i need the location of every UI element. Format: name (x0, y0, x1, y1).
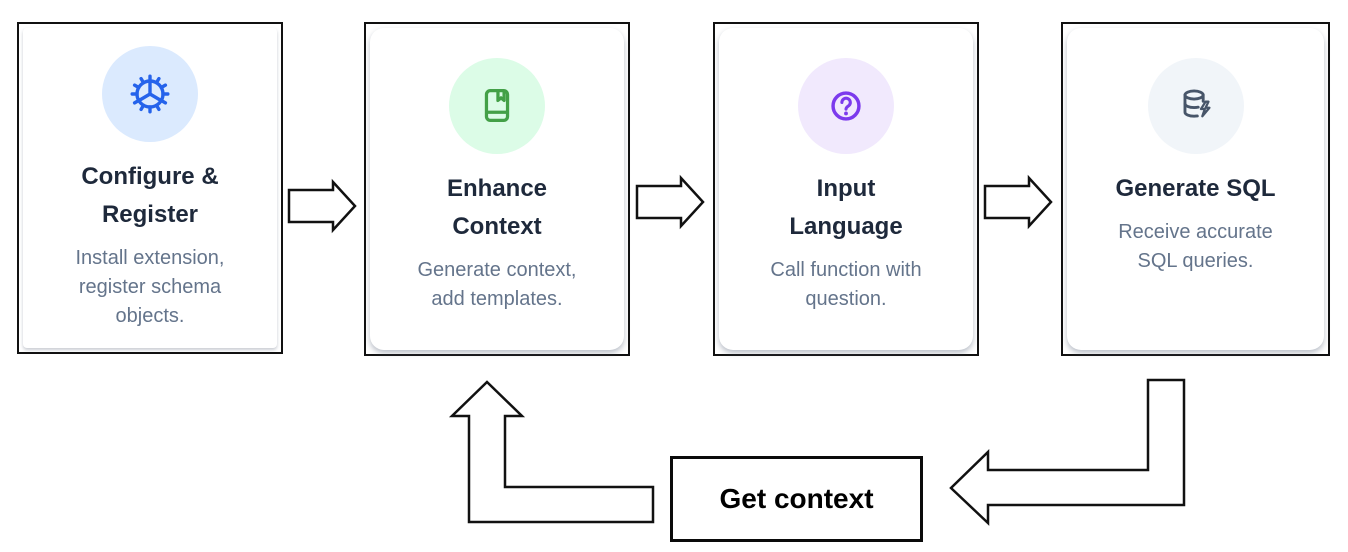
step-card-generate-sql: Generate SQL Receive accurate SQL querie… (1061, 22, 1330, 356)
step-title: Enhance Context (446, 175, 548, 240)
step-title: Input Language (789, 175, 903, 240)
get-context-label: Get context (719, 483, 874, 514)
step-description: Install extension, register schema objec… (75, 247, 225, 327)
database-lightning-icon (1147, 58, 1244, 154)
step-card-configure-register: Configure & Register Install extension, … (17, 22, 283, 354)
book-bookmark-icon (449, 58, 545, 154)
step-description: Receive accurate SQL queries. (1118, 221, 1273, 272)
question-circle-icon (798, 58, 894, 154)
get-context-box: Get context (670, 456, 923, 542)
step-title: Configure & Register (81, 163, 219, 228)
step-title: Generate SQL (1115, 175, 1276, 202)
step-card-enhance-context: Enhance Context Generate context, add te… (364, 22, 630, 356)
arrow-right-2-icon (635, 174, 705, 230)
step-description: Call function with question. (770, 259, 922, 310)
gear-icon (102, 46, 198, 142)
arrow-right-1-icon (287, 178, 357, 234)
step-card-input-language: Input Language Call function with questi… (713, 22, 979, 356)
arrow-left-up-icon (448, 380, 655, 524)
arrow-down-left-icon (949, 378, 1186, 526)
step-description: Generate context, add templates. (417, 259, 577, 310)
arrow-right-3-icon (983, 174, 1053, 230)
